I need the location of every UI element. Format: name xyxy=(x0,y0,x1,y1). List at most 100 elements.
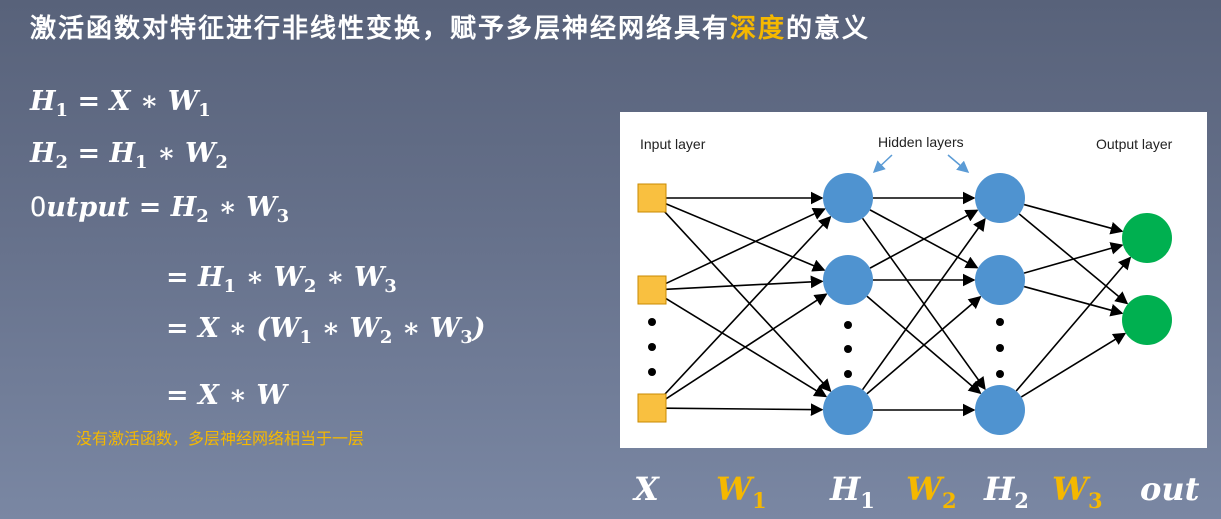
connection-line xyxy=(1020,332,1127,398)
note-text: 没有激活函数，多层神经网络相当于一层 xyxy=(76,429,365,448)
eq-term: H xyxy=(30,86,56,117)
eq-term: ∗ W xyxy=(321,313,380,344)
ellipsis-dot xyxy=(996,370,1004,378)
equation-output: Output = H2 ∗ W3 xyxy=(30,192,289,227)
label-w2: W2 xyxy=(906,470,957,513)
label-h1-sub: 1 xyxy=(860,488,875,513)
ellipsis-dot xyxy=(648,368,656,376)
eq-term: ∗ W xyxy=(245,262,304,293)
eq-term: ∗ W xyxy=(401,313,461,344)
output-node xyxy=(1122,213,1172,263)
eq-subscript: 1 xyxy=(223,276,237,297)
connection-line xyxy=(869,209,979,269)
eq-term: utput = H xyxy=(46,192,197,223)
equation-expand-2: = X ∗ (W1 ∗ W2 ∗ W3) xyxy=(166,313,486,348)
label-h2: H2 xyxy=(984,470,1029,513)
hidden-node xyxy=(823,255,873,305)
label-w2-text: W xyxy=(906,470,942,508)
label-w3-sub: 3 xyxy=(1087,488,1103,513)
eq-term: O xyxy=(30,192,47,223)
label-out: out xyxy=(1140,470,1199,508)
ellipsis-dot xyxy=(996,344,1004,352)
hidden-node xyxy=(975,255,1025,305)
eq-term: = X ∗ W xyxy=(166,380,287,411)
label-w3-text: W xyxy=(1052,470,1088,508)
hidden-node xyxy=(975,385,1025,435)
connection-line xyxy=(866,295,982,395)
eq-subscript: 1 xyxy=(135,152,148,173)
output-layer-label: Output layer xyxy=(1096,136,1173,152)
ellipsis-dot xyxy=(844,321,852,329)
eq-subscript: 1 xyxy=(299,327,313,348)
eq-term: = H xyxy=(166,262,224,293)
label-h1: H1 xyxy=(830,470,875,513)
input-node xyxy=(637,393,667,423)
equation-expand-1: = H1 ∗ W2 ∗ W3 xyxy=(166,262,397,297)
connection-line xyxy=(1015,256,1132,392)
connection-lines xyxy=(660,191,1132,417)
input-node xyxy=(637,183,667,213)
hidden-label-arrow-left xyxy=(872,154,893,174)
eq-subscript: 2 xyxy=(215,152,228,173)
label-h1-text: H xyxy=(830,470,861,508)
input-layer-label: Input layer xyxy=(640,136,706,152)
connection-line xyxy=(861,217,986,391)
input-node xyxy=(637,275,667,305)
eq-subscript: 3 xyxy=(276,206,290,227)
connection-line xyxy=(660,215,832,399)
label-w1-text: W xyxy=(716,470,752,508)
ellipsis-dot xyxy=(844,370,852,378)
eq-subscript: 2 xyxy=(379,327,393,348)
eq-term: ∗ W xyxy=(218,192,277,223)
connection-line xyxy=(663,293,828,402)
equation-h1: H1 = X ∗ W1 xyxy=(30,86,211,121)
label-out-text: out xyxy=(1140,470,1200,508)
output-node xyxy=(1122,295,1172,345)
ellipsis-dot xyxy=(996,318,1004,326)
eq-subscript: 3 xyxy=(384,276,397,297)
label-w1: W1 xyxy=(716,470,767,513)
eq-subscript: 1 xyxy=(55,100,69,121)
title-highlight: 深度 xyxy=(730,14,787,44)
connection-line xyxy=(665,275,824,291)
network-svg: Input layer Hidden layers Output layer xyxy=(637,134,1173,435)
hidden-layers-label: Hidden layers xyxy=(878,134,964,150)
title-text-end: 的意义 xyxy=(786,14,871,44)
connection-line xyxy=(665,403,824,417)
ellipsis-dot xyxy=(844,345,852,353)
connection-line xyxy=(664,208,826,285)
eq-term: = X ∗ (W xyxy=(166,313,300,344)
eq-term: ) xyxy=(472,313,486,344)
label-h2-sub: 2 xyxy=(1014,488,1029,513)
label-w3: W3 xyxy=(1052,470,1103,513)
equation-final: = X ∗ W xyxy=(166,380,287,411)
eq-subscript: 2 xyxy=(196,206,209,227)
eq-term: = X ∗ W xyxy=(77,86,199,117)
eq-subscript: 2 xyxy=(55,152,69,173)
hidden-label-arrow-right xyxy=(947,154,970,173)
ellipsis-dot xyxy=(648,318,656,326)
network-nodes xyxy=(637,173,1172,435)
eq-subscript: 1 xyxy=(198,100,211,121)
hidden-node xyxy=(975,173,1025,223)
eq-term: ∗ W xyxy=(325,262,385,293)
hidden-node xyxy=(823,385,873,435)
connection-line xyxy=(1023,242,1124,274)
label-w1-sub: 1 xyxy=(751,488,767,513)
connection-line xyxy=(1023,203,1124,235)
label-h2-text: H xyxy=(984,470,1015,508)
ellipsis-dot xyxy=(648,343,656,351)
slide-title: 激活函数对特征进行非线性变换，赋予多层神经网络具有深度的意义 xyxy=(30,8,870,45)
hidden-node xyxy=(823,173,873,223)
label-x: X xyxy=(634,470,659,508)
label-x-text: X xyxy=(634,470,659,508)
connection-line xyxy=(1023,285,1124,317)
eq-term: H xyxy=(30,138,56,169)
eq-term: ∗ W xyxy=(156,138,216,169)
label-w2-sub: 2 xyxy=(941,488,957,513)
connection-line xyxy=(664,202,826,272)
title-text: 激活函数对特征进行非线性变换，赋予多层神经网络具有 xyxy=(30,14,731,44)
equation-h2: H2 = H1 ∗ W2 xyxy=(30,138,228,173)
eq-subscript: 3 xyxy=(460,327,473,348)
network-diagram: Input layer Hidden layers Output layer xyxy=(620,112,1207,448)
